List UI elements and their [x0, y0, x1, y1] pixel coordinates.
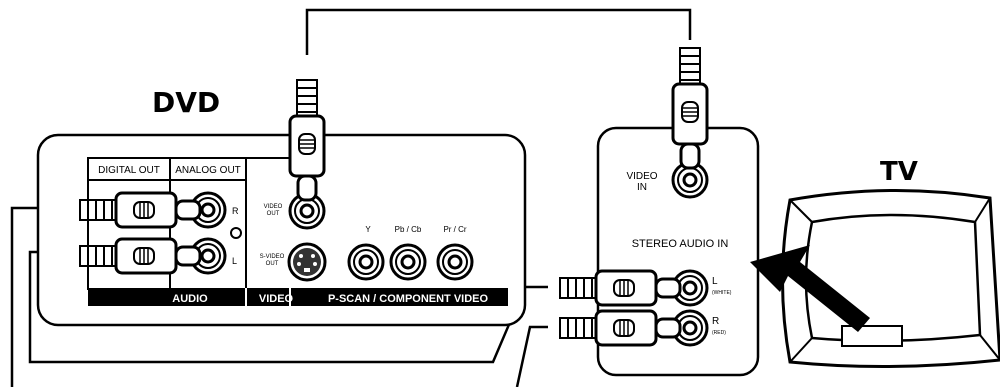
tv-title: TV [880, 157, 918, 187]
tv-red-label: (RED) [712, 330, 726, 336]
video-in-label-2: IN [637, 182, 647, 193]
coaxial-indicator [230, 227, 242, 239]
y-jack [347, 243, 385, 281]
pr-cr-label: Pr / Cr [443, 225, 466, 234]
dvd-l-label: L [232, 256, 237, 266]
svideo-out-jack [287, 242, 327, 282]
stereo-audio-in-label: STEREO AUDIO IN [632, 238, 729, 250]
tv-white-label: (WHITE) [712, 290, 732, 296]
tv-r-label: R [712, 316, 719, 327]
pr-cr-jack [436, 243, 474, 281]
tv-panel: VIDEO IN STEREO AUDIO IN L (WHITE) R (RE… [558, 46, 760, 377]
audio-bar-label: AUDIO [172, 293, 208, 305]
dvd-title: DVD [152, 86, 220, 119]
direction-arrow [750, 245, 870, 332]
video-out-label-2: OUT [267, 211, 280, 217]
tv-set-illustration: TV [750, 157, 1000, 369]
audio-cable-l [28, 250, 548, 364]
pb-cb-label: Pb / Cb [395, 225, 422, 234]
svideo-out-label-1: S-VIDEO [260, 254, 285, 260]
analog-out-label: ANALOG OUT [175, 165, 241, 176]
tv-l-label: L [712, 276, 718, 287]
video-out-label-1: VIDEO [264, 204, 283, 210]
component-bar-label: P-SCAN / COMPONENT VIDEO [328, 293, 489, 305]
pb-cb-jack [389, 243, 427, 281]
audio-cable-r-to-tv [515, 325, 548, 387]
digital-out-label: DIGITAL OUT [98, 165, 160, 176]
dvd-label-bar [88, 288, 508, 306]
video-cable [305, 8, 692, 55]
video-bar-label: VIDEO [259, 293, 294, 305]
dvd-unit: DVD DIGITAL OUT ANALOG OUT R L VIDEO OUT… [36, 78, 527, 327]
svideo-out-label-2: OUT [266, 261, 279, 267]
video-in-label-1: VIDEO [626, 171, 657, 182]
dvd-r-label: R [232, 206, 239, 216]
y-label: Y [365, 225, 371, 234]
